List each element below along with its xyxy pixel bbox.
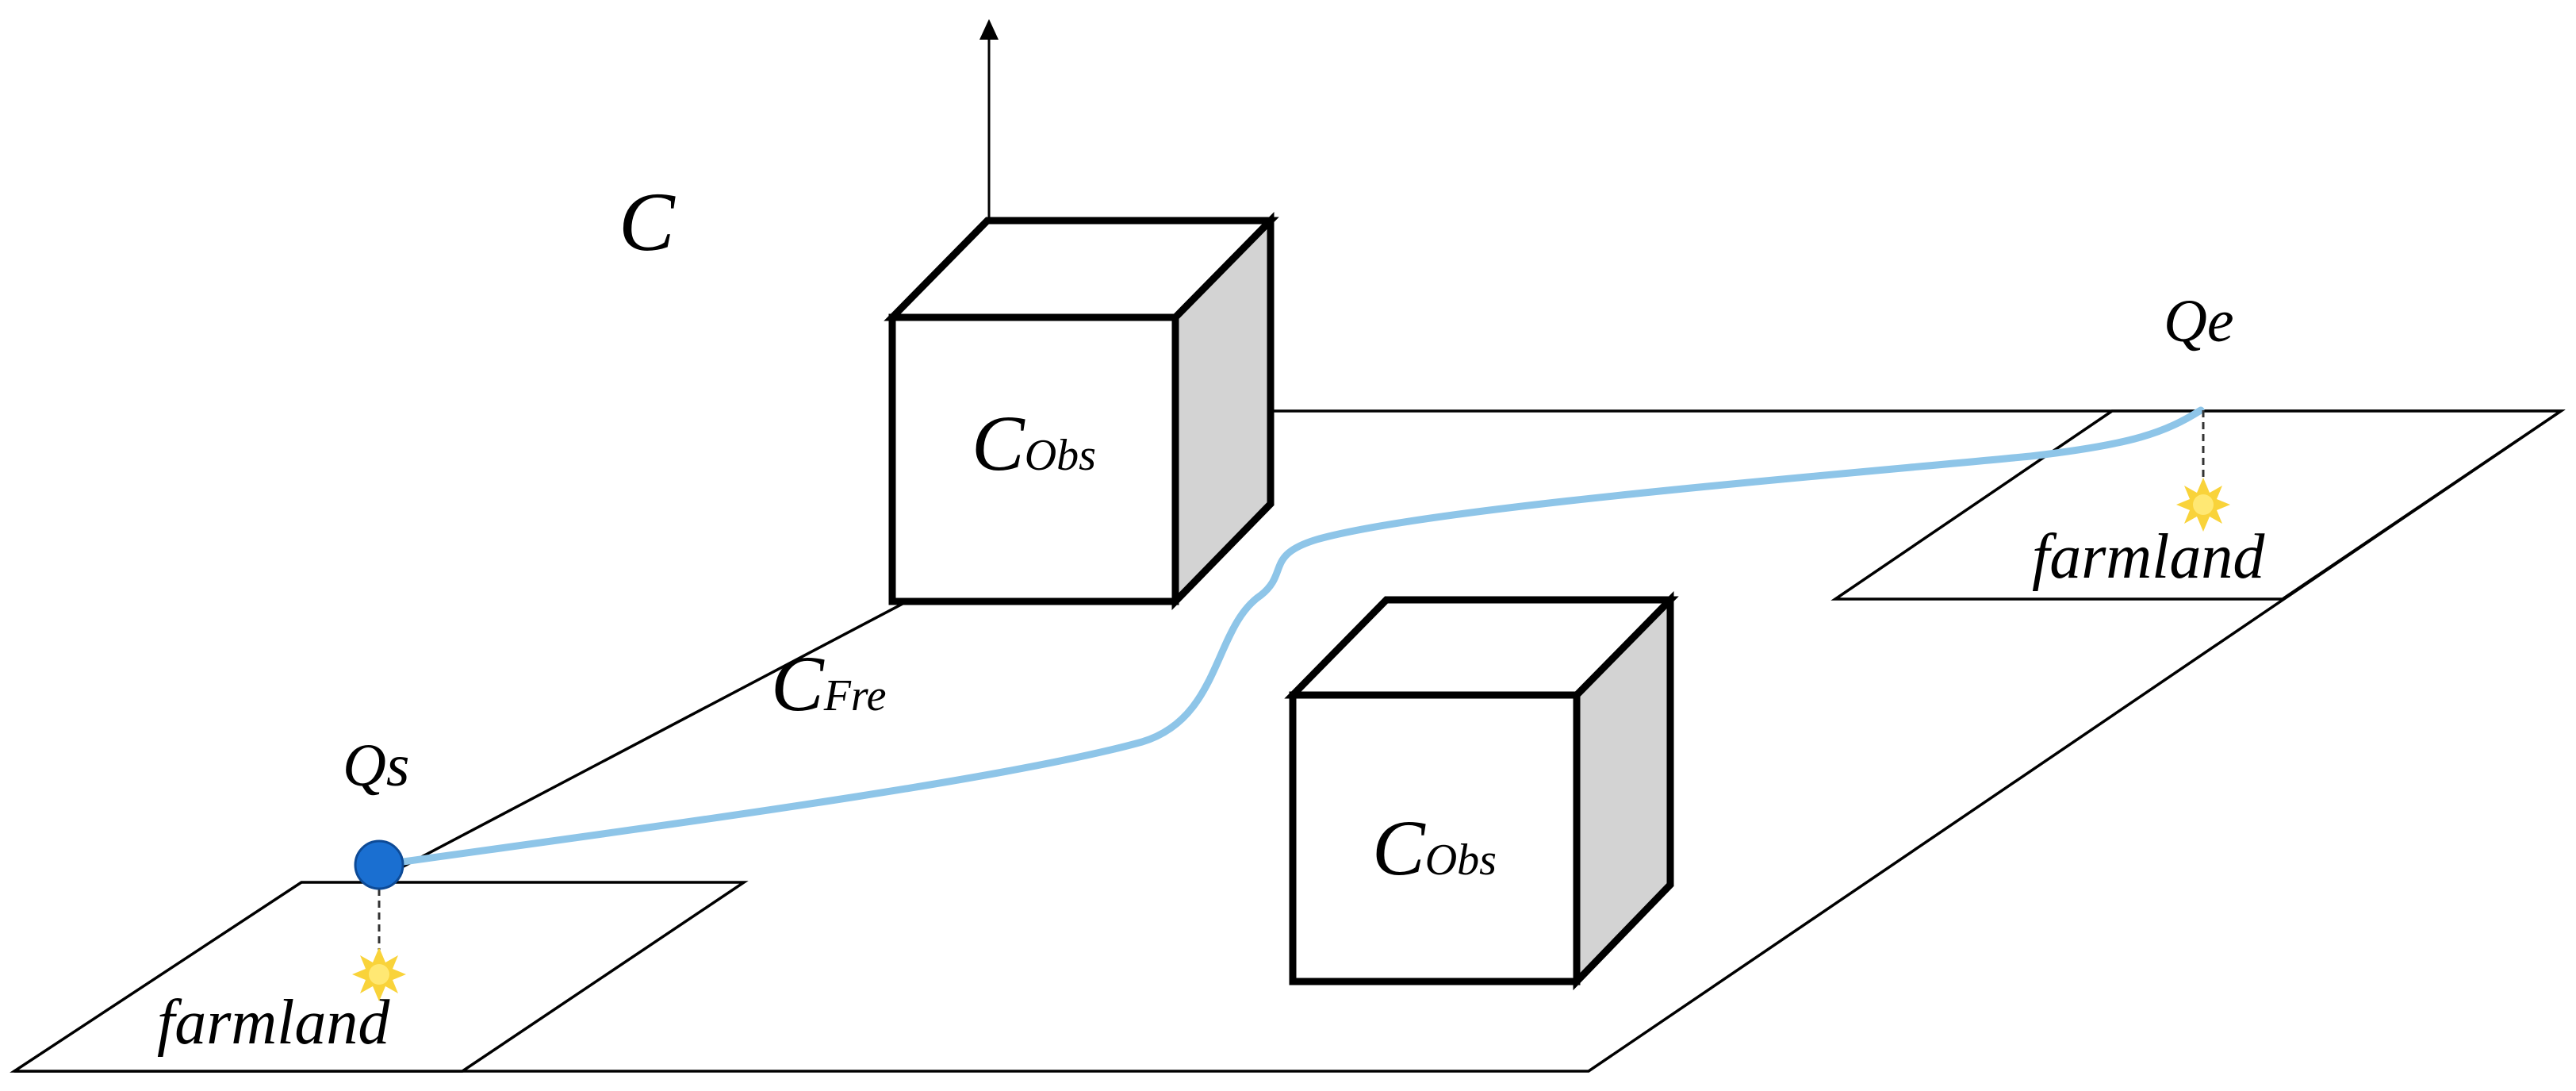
farmland-label-start: farmland xyxy=(157,988,390,1058)
free-space-label: CFre xyxy=(771,640,886,728)
obstacle-label-front: CObs xyxy=(1372,804,1497,892)
cube-front xyxy=(1289,691,1581,985)
vertical-axis xyxy=(979,19,999,218)
start-label: Qs xyxy=(343,732,409,799)
space-label: C xyxy=(619,175,676,268)
cube-front xyxy=(888,313,1179,605)
farmland-label-end: farmland xyxy=(2032,522,2265,592)
planned-path xyxy=(377,406,2205,869)
arrow-up-icon xyxy=(979,19,999,40)
obstacle-label-back: CObs xyxy=(972,399,1096,487)
start-point xyxy=(354,839,404,890)
obstacle-cube-back xyxy=(884,212,1279,611)
sun-burst-icon xyxy=(352,947,406,1001)
sun-burst-icon xyxy=(2176,478,2230,532)
end-label: Qe xyxy=(2164,288,2234,355)
obstacle-cube-front xyxy=(1284,591,1679,991)
